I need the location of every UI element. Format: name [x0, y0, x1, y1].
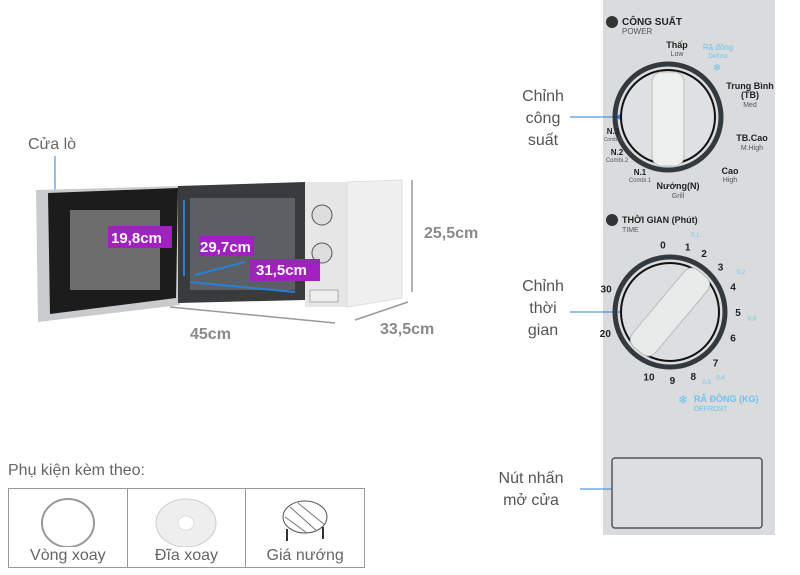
control-panel: CÔNG SUẤT POWER Thấp Low Rã đông Defrost… — [570, 0, 800, 535]
roller-ring-icon — [40, 498, 95, 547]
power-setting-sub: High — [723, 177, 738, 184]
time-tick-label: 8 — [690, 372, 696, 383]
power-setting-sub: Grill — [672, 193, 685, 200]
power-callout: Chỉnh công suất — [500, 86, 586, 152]
mini-door-button — [309, 289, 339, 303]
time-tick-label: 10 — [643, 373, 655, 384]
accessory-item: Vòng xoay — [8, 488, 128, 568]
time-tick-label: 1 — [685, 242, 691, 253]
clock-icon — [606, 214, 618, 226]
power-setting-sub: Low — [671, 51, 685, 58]
time-tick-label: 30 — [601, 285, 613, 296]
power-setting-sub: Combi.3 — [604, 137, 623, 143]
time-tick-label: 5 — [735, 308, 741, 319]
power-setting-label: TB.Cao — [736, 133, 768, 143]
power-setting-label: N.3 — [607, 127, 620, 136]
dial-knob-grip[interactable] — [651, 71, 685, 167]
accessory-label: Đĩa xoay — [154, 547, 219, 564]
callout-line: gian — [527, 322, 559, 339]
defrost-weight-label: 0.1 — [691, 233, 700, 239]
power-setting-label: Rã đông — [703, 43, 733, 52]
snowflake-icon: ❄ — [713, 63, 721, 74]
inner-width-badge — [250, 259, 320, 281]
accessory-label: Vòng xoay — [30, 547, 106, 564]
time-tick-label: 2 — [701, 249, 707, 260]
oven-side — [346, 179, 403, 308]
time-tick-label: 4 — [730, 283, 736, 294]
power-setting-sub: Med — [743, 102, 757, 109]
callout-line: Chỉnh — [522, 88, 564, 105]
time-tick-label: 6 — [730, 333, 736, 344]
accessory-item: Đĩa xoay — [126, 488, 247, 568]
depth-label: 33,5cm — [380, 321, 434, 338]
time-dial[interactable] — [612, 254, 728, 370]
power-title: CÔNG SUẤT — [622, 15, 682, 28]
defrost-weight-label: 0.3 — [748, 317, 757, 323]
accessory-label: Giá nướng — [266, 547, 344, 564]
door-label: Cửa lò — [28, 136, 76, 153]
time-tick-label: 20 — [600, 329, 612, 340]
power-setting-label: (TB) — [741, 90, 759, 100]
microwave-illustration: Cửa lò 19,8cm 29,7cm 31,5cm 25,5cm 45cm … — [28, 136, 478, 343]
inner-width-arrow — [189, 281, 296, 293]
inner-height-label: 19,8cm — [111, 230, 162, 247]
depth-arrow — [354, 301, 409, 321]
power-setting-label: N.1 — [634, 168, 647, 177]
power-setting-label: Trung Bình — [726, 81, 774, 91]
power-dial[interactable] — [612, 61, 724, 173]
power-setting-label: Nướng(N) — [657, 181, 700, 191]
callout-line: thời — [529, 300, 557, 317]
time-tick-label: 3 — [718, 262, 724, 273]
power-setting-sub: M.High — [741, 145, 763, 152]
inner-depth-arrow — [194, 261, 246, 276]
power-level-icon — [606, 16, 618, 28]
power-setting-label: Thấp — [666, 40, 688, 50]
inner-width-label: 31,5cm — [256, 262, 307, 279]
time-tick-label: 9 — [670, 376, 676, 387]
callout-line: Chỉnh — [522, 278, 564, 295]
width-arrow — [169, 306, 336, 324]
grill-rack-icon — [282, 500, 328, 541]
time-subtitle: TIME — [622, 227, 639, 234]
door-mesh — [70, 210, 160, 290]
power-setting-sub: Combi.1 — [629, 178, 652, 184]
accessories-table: Vòng xoay Đĩa xoay Giá nướng — [8, 488, 365, 568]
mini-time-dial — [311, 242, 333, 264]
power-setting-label: N.2 — [611, 148, 624, 157]
dial-knob-grip[interactable] — [626, 264, 713, 360]
callout-line: mở cửa — [503, 492, 559, 509]
door-open-button[interactable] — [611, 457, 763, 529]
power-setting-sub: Defrost — [708, 54, 728, 60]
time-tick-label: 7 — [713, 359, 719, 370]
turntable-plate-icon — [155, 498, 217, 547]
callout-line: Nút nhấn — [498, 470, 564, 487]
width-label: 45cm — [190, 326, 231, 343]
defrost-title: RÃ ĐÔNG (KG) — [694, 393, 759, 404]
snowflake-icon: ❄ — [678, 393, 688, 407]
accessories-title: Phụ kiện kèm theo: — [8, 462, 145, 479]
callout-line: suất — [527, 132, 559, 149]
inner-depth-badge — [199, 236, 254, 256]
inner-height-badge — [108, 226, 172, 248]
defrost-subtitle: DEFROST — [694, 406, 728, 413]
power-subtitle: POWER — [622, 27, 652, 36]
defrost-weight-label: 0.5 — [702, 380, 711, 386]
time-callout: Chỉnh thời gian — [500, 276, 586, 342]
defrost-weight-label: 0.4 — [716, 376, 725, 382]
defrost-weight-label: 0.2 — [737, 270, 746, 276]
door-button-callout: Nút nhấn mở cửa — [486, 468, 576, 512]
height-label: 25,5cm — [424, 225, 478, 242]
power-setting-label: Cao — [721, 166, 739, 176]
time-tick-label: 0 — [660, 240, 666, 251]
accessory-item: Giá nướng — [245, 488, 365, 568]
callout-line: công — [525, 110, 561, 127]
mini-power-dial — [311, 204, 333, 226]
power-setting-sub: Combi.2 — [606, 158, 629, 164]
time-title: THỜI GIAN (Phút) — [622, 214, 698, 225]
inner-depth-label: 29,7cm — [200, 239, 251, 256]
